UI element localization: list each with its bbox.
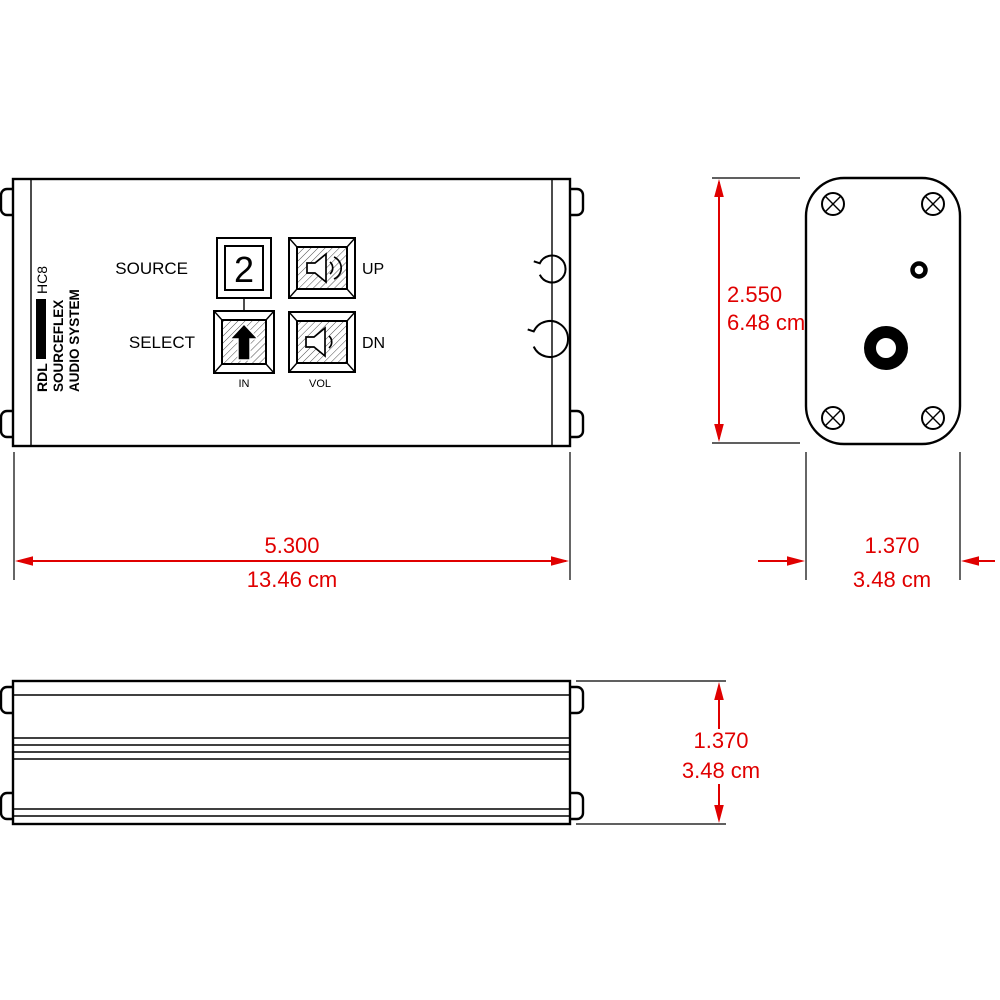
source-display-value: 2 xyxy=(234,249,254,290)
bevel-line xyxy=(346,362,356,373)
arrowhead-right xyxy=(787,556,805,566)
source-label: SOURCE xyxy=(115,259,188,278)
product-name-line1: SOURCEFLEX xyxy=(51,300,66,392)
bevel-line xyxy=(288,311,298,322)
up-label: UP xyxy=(362,261,384,278)
front-view: RDL HC8 SOURCEFLEX AUDIO SYSTEM SOURCE 2 xyxy=(0,177,585,448)
bevel-line xyxy=(213,363,223,374)
brand-text: RDL xyxy=(34,363,50,392)
arrowhead-down xyxy=(714,805,724,823)
profile-view xyxy=(0,679,585,826)
profile-depth-inches: 1.370 xyxy=(693,728,748,753)
arrowhead-up xyxy=(714,682,724,700)
speaker-volume-up-icon xyxy=(306,252,343,284)
width-dimension: 5.300 13.46 cm xyxy=(13,452,571,592)
in-label: IN xyxy=(239,378,250,390)
end-depth-metric: 3.48 cm xyxy=(853,567,931,592)
height-inches: 2.550 xyxy=(727,282,782,307)
volume-up-button xyxy=(288,237,356,299)
end-view-outline xyxy=(804,176,962,446)
bevel-line xyxy=(288,288,298,299)
cable-hook-bottom xyxy=(527,320,570,358)
bevel-line xyxy=(346,311,356,322)
bevel-line xyxy=(288,362,298,373)
end-depth-inches: 1.370 xyxy=(864,533,919,558)
profile-depth-dimension: 1.370 3.48 cm xyxy=(576,680,760,825)
small-mounting-hole xyxy=(910,261,928,279)
screw-head-icon xyxy=(921,192,945,216)
panel-side-text: RDL HC8 SOURCEFLEX AUDIO SYSTEM xyxy=(34,266,82,392)
speaker-volume-down-icon xyxy=(305,326,333,358)
height-metric: 6.48 cm xyxy=(727,310,805,335)
width-metric: 13.46 cm xyxy=(247,567,338,592)
select-label: SELECT xyxy=(129,333,195,352)
vol-label: VOL xyxy=(309,378,331,390)
connector-hole xyxy=(864,326,908,370)
arrowhead-up xyxy=(714,179,724,197)
source-display-window xyxy=(224,245,264,291)
screw-head-icon xyxy=(821,406,845,430)
width-inches: 5.300 xyxy=(264,533,319,558)
model-text: HC8 xyxy=(34,266,50,294)
dn-label: DN xyxy=(362,335,385,352)
arrowhead-down xyxy=(714,424,724,442)
cable-hook-top xyxy=(533,254,567,284)
end-depth-dimension: 1.370 3.48 cm xyxy=(758,452,995,592)
source-display: 2 xyxy=(216,237,272,299)
product-name-line2: AUDIO SYSTEM xyxy=(67,289,82,392)
volume-down-button xyxy=(288,311,356,373)
screw-head-icon xyxy=(921,406,945,430)
arrow-up-icon xyxy=(228,322,260,361)
arrowhead-right xyxy=(551,556,569,566)
bevel-line xyxy=(265,310,275,321)
brand-logo-bar xyxy=(36,299,46,359)
bevel-line xyxy=(265,363,275,374)
height-dimension: 2.550 6.48 cm xyxy=(712,177,805,444)
screw-head-icon xyxy=(821,192,845,216)
profile-depth-metric: 3.48 cm xyxy=(682,758,760,783)
arrowhead-left xyxy=(961,556,979,566)
bevel-line xyxy=(346,288,356,299)
end-view xyxy=(804,176,962,446)
bevel-line xyxy=(288,237,298,248)
bevel-line xyxy=(346,237,356,248)
arrowhead-left xyxy=(15,556,33,566)
bevel-line xyxy=(213,310,223,321)
source-select-button xyxy=(213,310,275,374)
